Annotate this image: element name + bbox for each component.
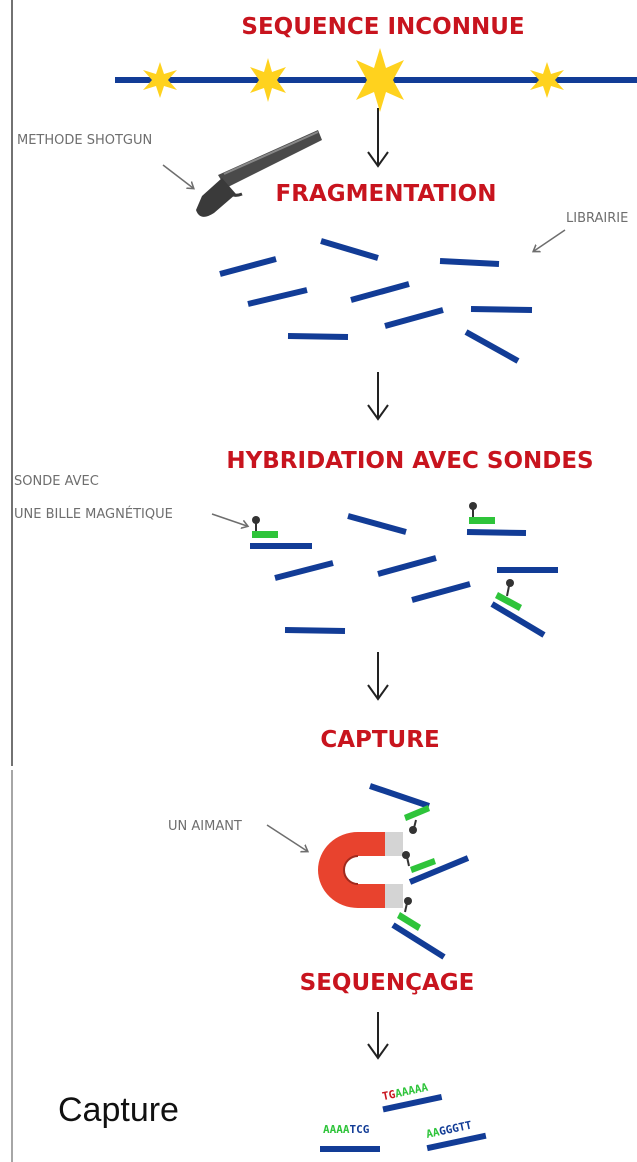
title-sequence-inconnue: SEQUENCE INCONNUE [241,14,524,40]
probe-icon [252,516,278,538]
read-sequence: AAAATCG [323,1123,370,1136]
down-arrow-icon [367,108,389,168]
note-librairie: LIBRAIRIE [566,211,628,226]
probe-icon [469,502,495,524]
annotation-arrow [162,164,193,188]
title-fragmentation: FRAGMENTATION [276,181,497,207]
captured-fragments [369,783,470,960]
title-hybridation: HYBRIDATION AVEC SONDES [226,448,593,474]
hybridized-fragments [250,502,558,638]
annotation-arrow [534,229,566,251]
note-methode-shotgun: METHODE SHOTGUN [17,133,152,148]
title-sequencage: SEQUENÇAGE [300,970,475,996]
magnet-icon [318,832,403,908]
annotation-arrow [266,824,307,851]
caption-capture: Capture [58,1091,179,1129]
title-capture: CAPTURE [320,727,439,753]
down-arrow-icon [367,372,389,421]
down-arrow-icon [367,652,389,701]
shotgun-icon [196,130,322,217]
note-un-aimant: UN AIMANT [168,819,242,834]
note-sonde-line2: UNE BILLE MAGNÉTIQUE [14,506,173,522]
dna-fragments [219,238,533,364]
probe-icon [495,579,522,611]
down-arrow-icon [367,1012,389,1060]
star-marker-icon [143,48,564,112]
note-sonde-line1: SONDE AVEC [14,474,99,489]
annotation-arrow [211,513,247,526]
sequenced-reads: TGAAAAA AAAATCG AAGGGTT [320,1081,487,1152]
